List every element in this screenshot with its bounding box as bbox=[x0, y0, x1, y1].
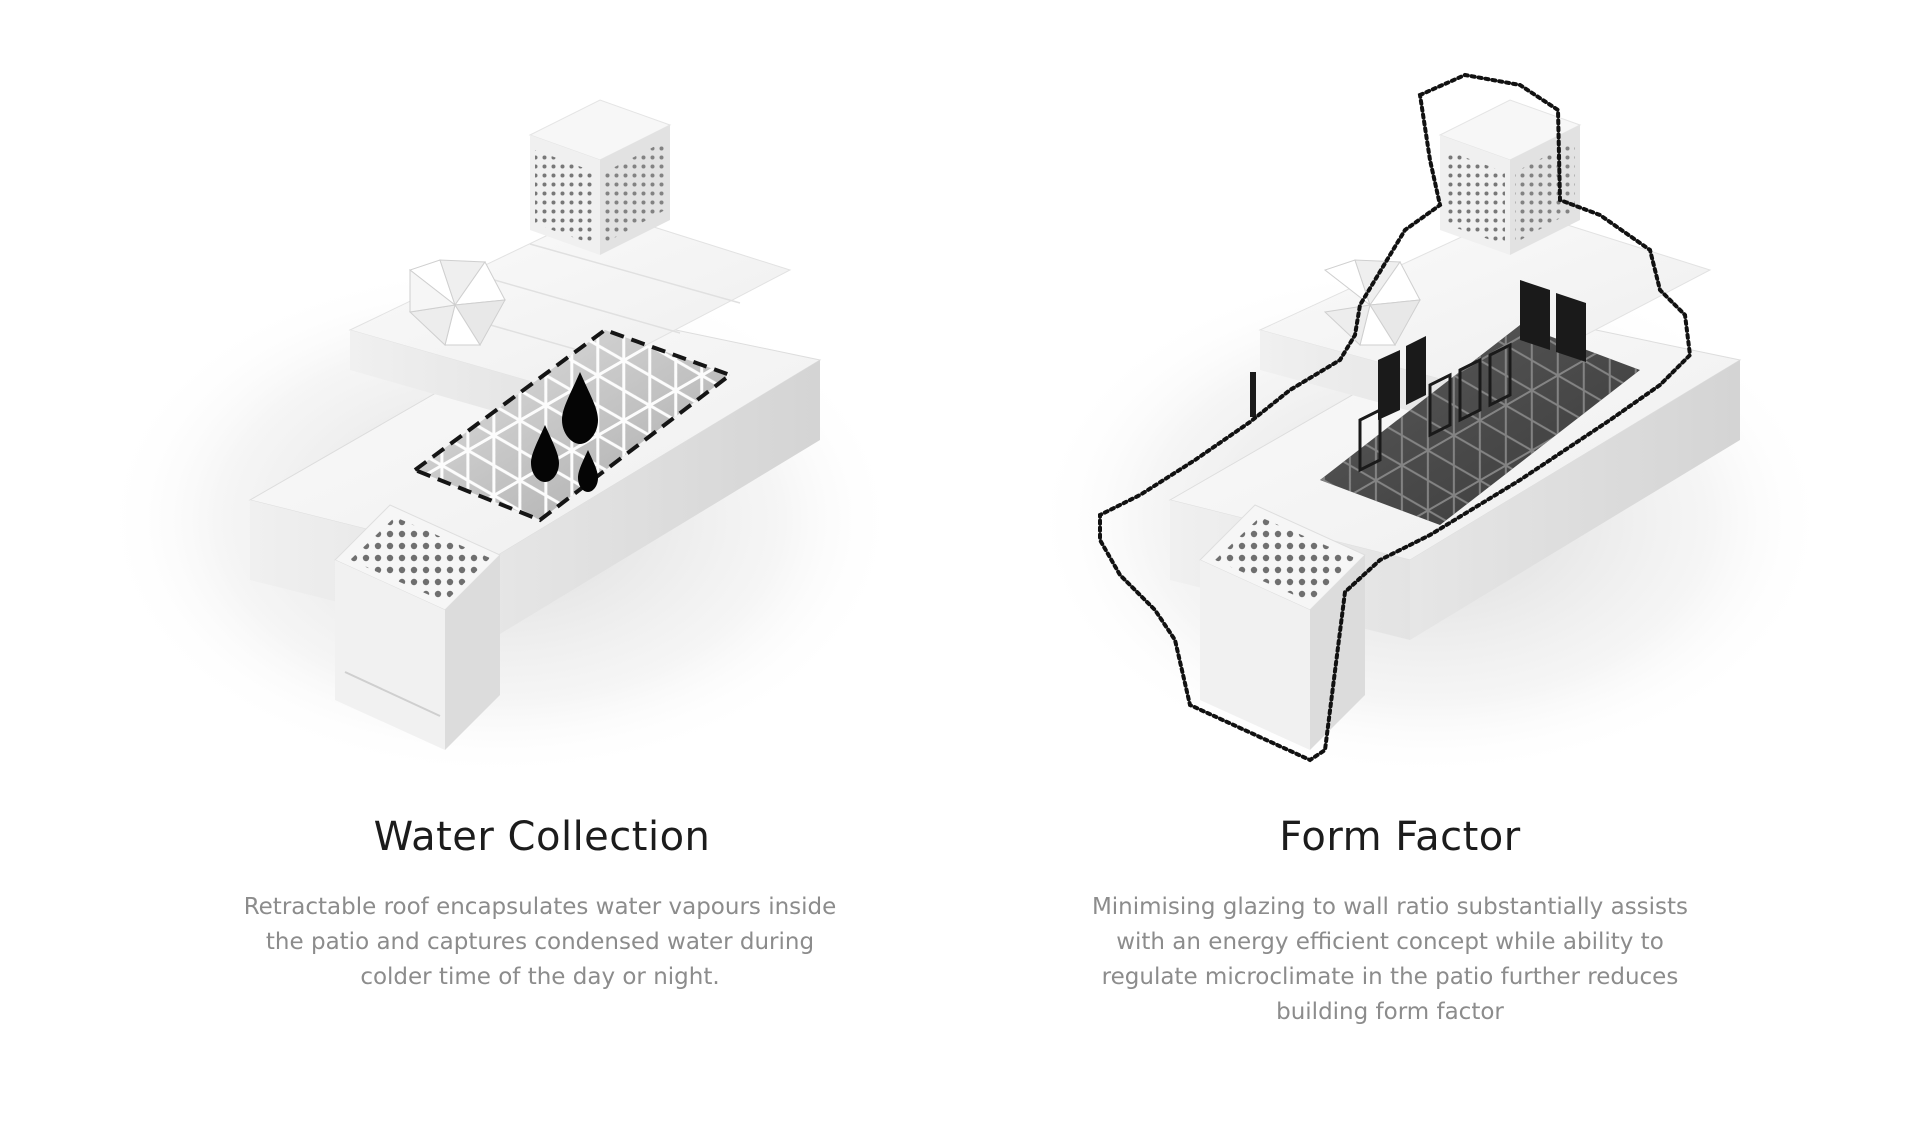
window-panel bbox=[1378, 350, 1400, 420]
water-drop-icons bbox=[531, 372, 598, 492]
window-panel bbox=[1406, 336, 1426, 405]
window-frame bbox=[1458, 357, 1482, 423]
shading-umbrella-icon bbox=[1323, 259, 1421, 346]
form-factor-axonometric-model bbox=[1030, 72, 1830, 780]
water-drop-icon bbox=[578, 450, 598, 492]
water-drop-icon bbox=[562, 372, 598, 444]
form-factor-dotted-outline bbox=[1098, 72, 1693, 763]
diagram-title: Form Factor bbox=[1279, 814, 1521, 860]
window-frame bbox=[1358, 407, 1382, 473]
window-frame bbox=[1488, 342, 1512, 408]
diagram-description: Minimising glazing to wall ratio substan… bbox=[1091, 894, 1689, 1025]
roof-boundary-dashed-outline bbox=[410, 327, 735, 523]
window-panels bbox=[1250, 280, 1586, 473]
water-collection-panel: Water Collection Retractable roof encaps… bbox=[100, 99, 900, 990]
window-panel bbox=[1520, 280, 1550, 350]
diagram-title: Water Collection bbox=[373, 814, 711, 860]
diagram-description: Retractable roof encapsulates water vapo… bbox=[243, 894, 837, 990]
window-slit bbox=[1250, 372, 1256, 417]
ventilation-tower bbox=[528, 99, 672, 255]
patio-glazing bbox=[1320, 325, 1640, 525]
shading-umbrella-icon bbox=[408, 259, 506, 346]
front-perforated-block bbox=[1199, 504, 1366, 750]
form-factor-panel: Form Factor Minimising glazing to wall r… bbox=[960, 0, 1920, 1134]
water-drop-icon bbox=[531, 425, 559, 482]
window-panel bbox=[1556, 293, 1586, 362]
window-frame bbox=[1428, 372, 1452, 438]
water-collection-axonometric-model bbox=[100, 99, 900, 780]
front-perforated-block bbox=[334, 504, 501, 750]
